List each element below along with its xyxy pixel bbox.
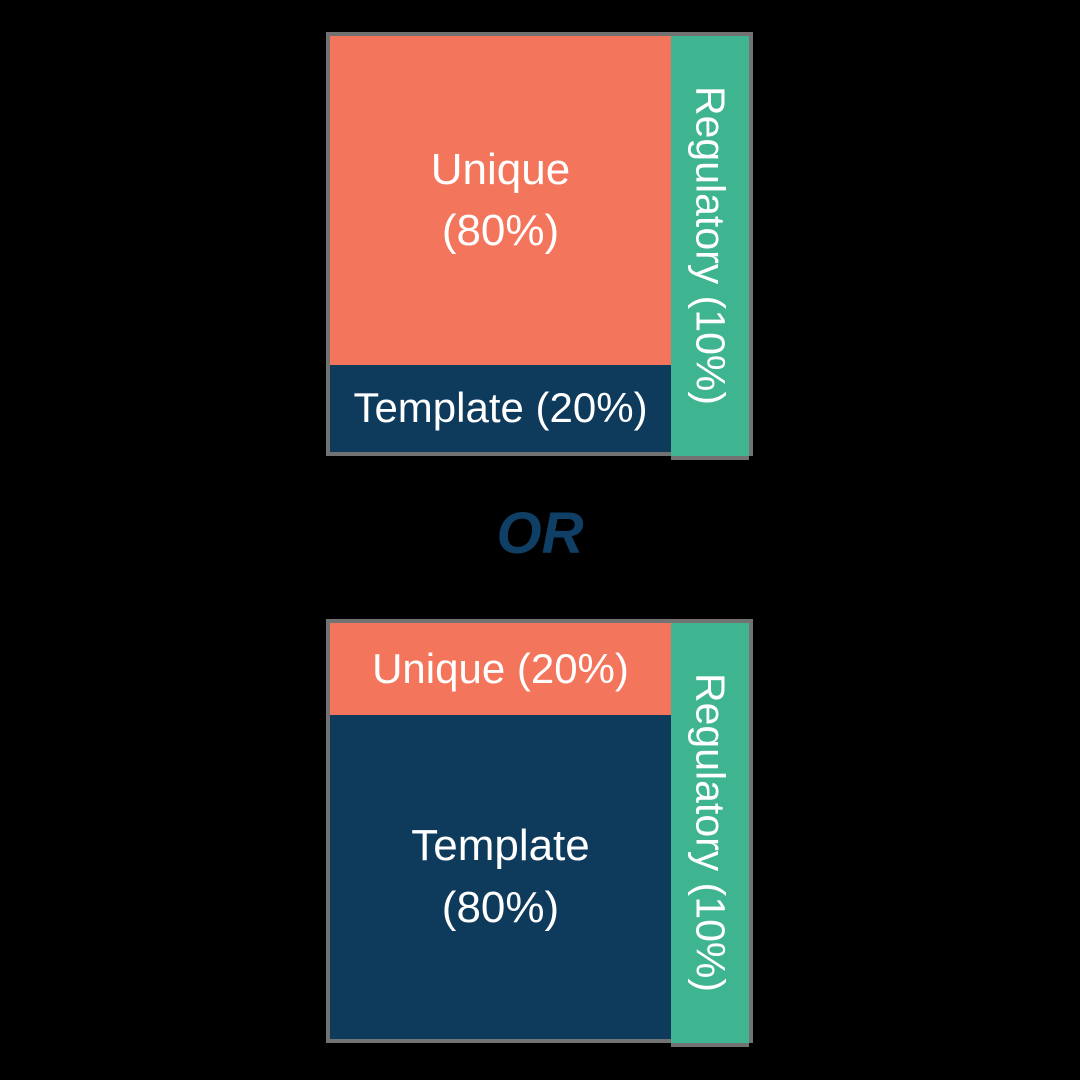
unique-label: Unique (20%) [372,644,629,692]
template-segment-label: Template (80%) [411,815,590,938]
template-label-line1: Template [411,821,590,871]
template-label: Template (20%) [353,384,648,432]
regulatory-label: Regulatory (10%) [687,673,734,993]
regulatory-segment: Regulatory (10%) [671,623,749,1047]
unique-label-line2: (80%) [441,206,560,256]
or-label: OR [496,501,584,566]
regulatory-segment: Regulatory (10%) [671,36,749,460]
diagram-option-b: Unique (20%) Template (80%) Regulatory (… [326,619,753,1047]
template-label-line2: (80%) [441,882,560,932]
regulatory-label: Regulatory (10%) [687,86,734,406]
unique-segment-label: Unique (80%) [431,139,570,262]
unique-label-line1: Unique [430,144,571,194]
diagram-option-a: Unique (80%) Template (20%) Regulatory (… [326,32,753,460]
